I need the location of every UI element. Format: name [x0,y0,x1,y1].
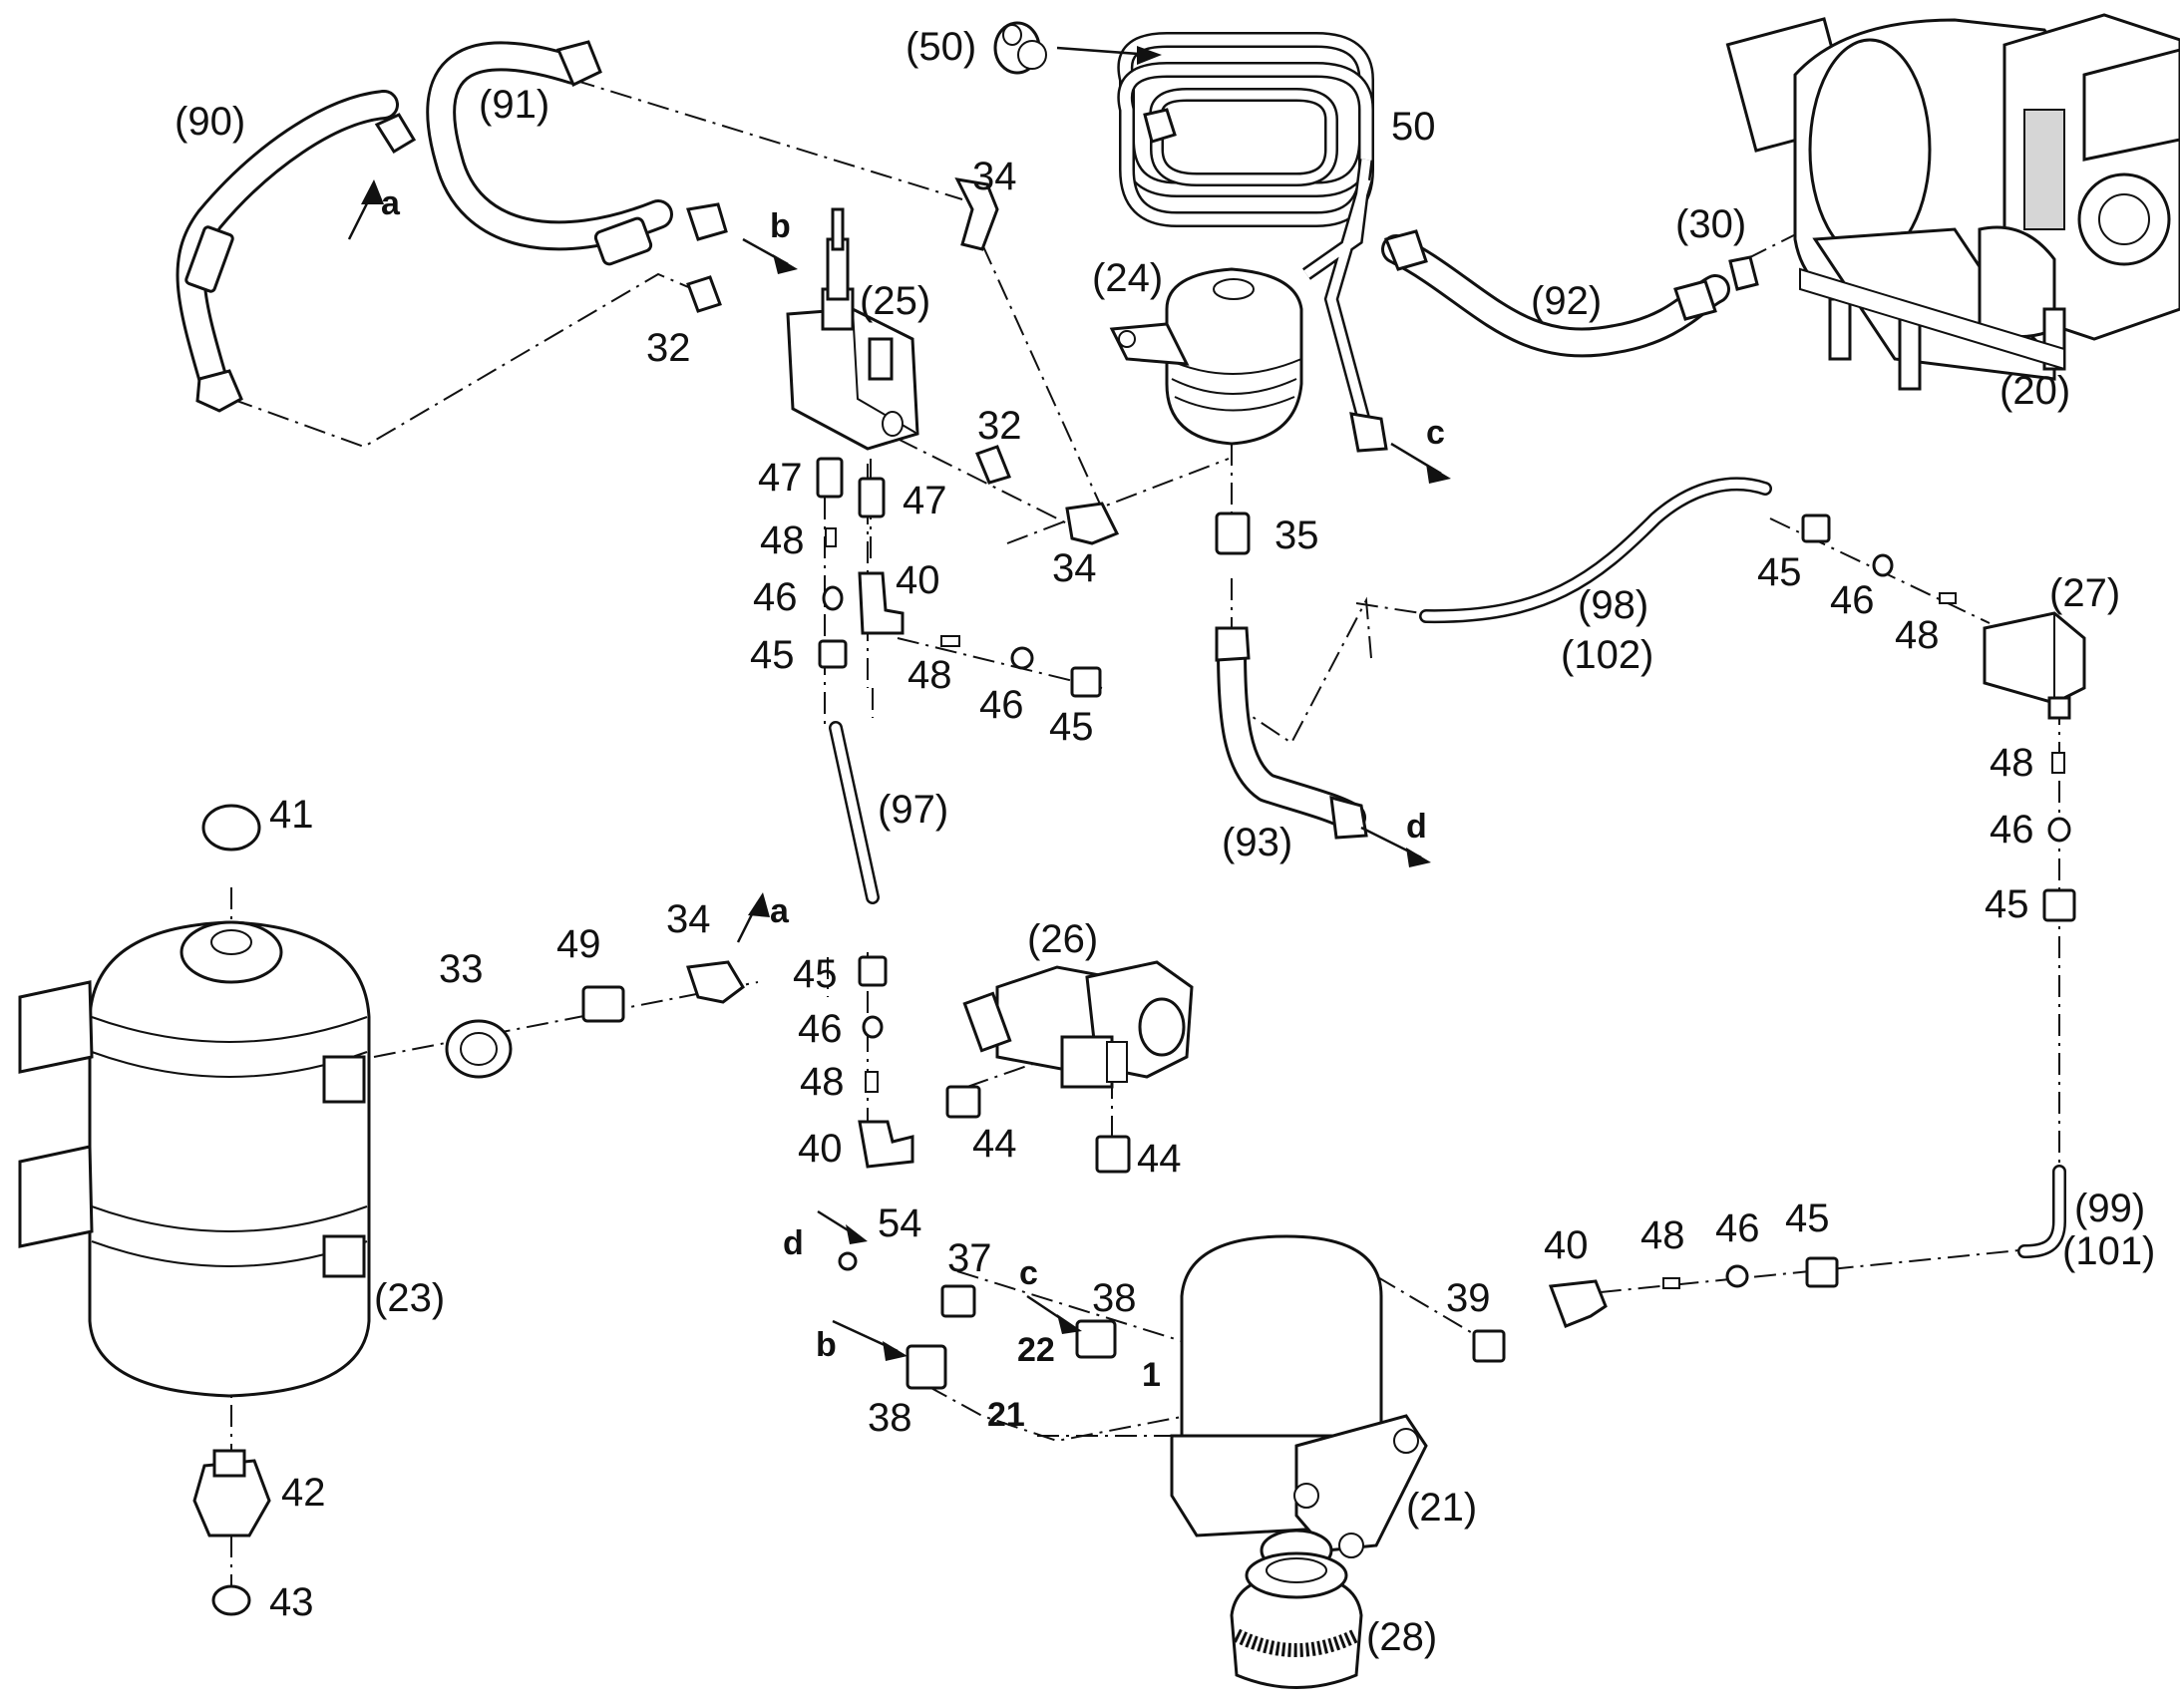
label-p98: (98) [1578,583,1648,627]
tube-97 [829,721,880,904]
label-n38b: 38 [868,1396,912,1440]
label-n45e: 45 [793,952,838,996]
label-n40c: 40 [1544,1223,1589,1267]
flow-marker-c2: c [1019,1254,1038,1292]
label-p20: (20) [1999,369,2070,413]
label-n42: 42 [281,1471,326,1515]
flow-marker-c1: c [1426,414,1445,452]
label-n54: 54 [878,1201,922,1245]
label-n45d: 45 [1985,882,2029,926]
label-p30: (30) [1675,202,1746,246]
condenser-coil-50 [1117,32,1388,453]
hose-93 [1215,626,1368,840]
air-tank-23 [18,804,371,1616]
label-n44a: 44 [972,1122,1017,1166]
label-n34b: 34 [1052,546,1097,590]
label-n21: 21 [987,1396,1025,1434]
label-n47a: 47 [758,456,803,500]
callout-labels: (90) (91) (50) 50 34 (25) 32 (24) (30) (… [175,25,2155,1659]
label-n22: 22 [1017,1331,1055,1369]
flow-arrows [347,46,1451,1361]
hose-91 [426,40,728,266]
flow-marker-a1: a [381,184,401,222]
label-n45b: 45 [1049,705,1094,749]
label-p25: (25) [860,279,930,323]
label-n33: 33 [439,947,484,991]
tube-98-102 [1419,477,1772,624]
label-p27: (27) [2049,571,2120,615]
label-n44b: 44 [1137,1137,1182,1181]
small-fittings [445,177,2076,1390]
label-n48d: 48 [1990,741,2034,785]
label-n46e: 46 [798,1007,843,1051]
label-n46d: 46 [1990,808,2034,852]
label-p91: (91) [479,83,549,127]
label-n37: 37 [947,1236,992,1280]
label-n41: 41 [269,793,314,837]
solenoid-valve-26 [962,960,1194,1089]
flow-marker-b2: b [816,1326,837,1364]
label-p97: (97) [878,788,948,832]
label-p90: (90) [175,100,245,144]
flow-marker-d1: d [1406,808,1427,846]
label-p92: (92) [1531,279,1602,323]
label-p26: (26) [1027,917,1098,961]
label-n34c: 34 [666,897,711,941]
label-n1: 1 [1142,1356,1161,1394]
label-n48a: 48 [760,518,805,562]
label-n34a: 34 [972,155,1017,198]
hose-clip-50 [993,21,1047,75]
hose-90 [176,90,417,413]
label-n48f: 48 [1640,1213,1685,1257]
pressure-switch-27 [1983,611,2086,720]
label-p102: (102) [1561,633,1653,677]
label-n46f: 46 [1715,1206,1760,1250]
label-n40a: 40 [896,558,940,602]
label-n40b: 40 [798,1127,843,1171]
label-n45f: 45 [1785,1196,1830,1240]
label-n35: 35 [1274,513,1319,557]
label-n48b: 48 [908,653,952,697]
label-n32a: 32 [646,326,691,370]
air-dryer-21 [1170,1234,1428,1572]
label-n47b: 47 [903,479,947,522]
label-p23: (23) [374,1276,445,1320]
flow-marker-b1: b [770,207,791,245]
label-n48e: 48 [800,1060,845,1104]
label-n43: 43 [269,1580,314,1624]
flow-marker-a2: a [770,892,790,930]
label-p24: (24) [1092,256,1163,300]
label-n46b: 46 [979,683,1024,727]
label-n45c: 45 [1757,550,1802,594]
manifold-25 [786,207,919,451]
governor-24 [1109,267,1303,446]
label-p50: 50 [1391,105,1436,149]
label-n38a: 38 [1092,1276,1137,1320]
label-p93: (93) [1222,821,1292,864]
hose-92 [1381,229,1730,358]
label-n48c: 48 [1895,613,1940,657]
label-n46a: 46 [753,575,798,619]
label-p21: (21) [1406,1486,1477,1530]
label-p101: (101) [2062,1229,2155,1273]
label-n49: 49 [556,922,601,966]
compressor-20 [1725,13,2180,391]
filter-cap-28 [1230,1551,1363,1689]
label-n46c: 46 [1830,578,1875,622]
label-p50a: (50) [906,25,976,69]
label-p99: (99) [2074,1187,2145,1230]
label-n32b: 32 [977,404,1022,448]
tube-99-101 [2017,1165,2066,1258]
label-p28: (28) [1366,1615,1437,1659]
label-n45a: 45 [750,633,795,677]
label-n39: 39 [1446,1276,1491,1320]
flow-marker-d2: d [783,1224,804,1262]
